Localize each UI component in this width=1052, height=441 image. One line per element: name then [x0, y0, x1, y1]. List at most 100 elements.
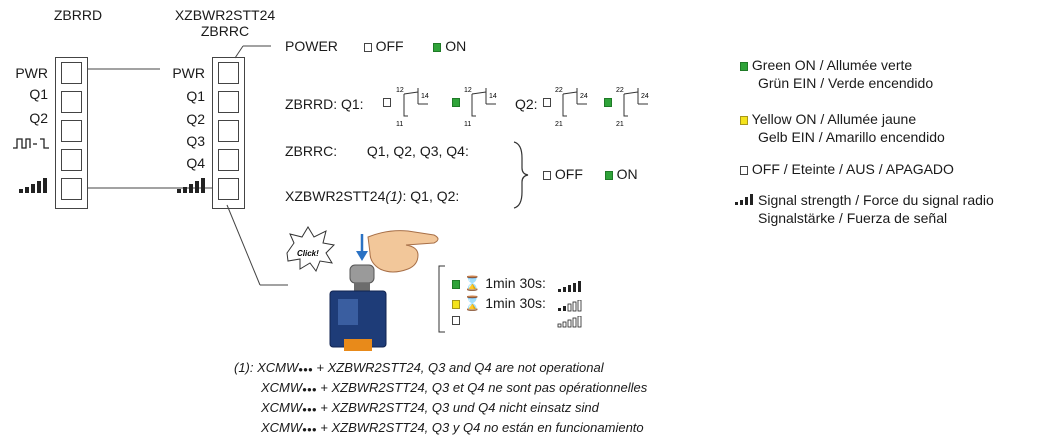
- left-led-column: [55, 57, 88, 209]
- contact-label: 24: [580, 93, 588, 100]
- timing-row-2: ⌛ 1min 30s:: [452, 295, 546, 312]
- legend-yellow-line1: Yellow ON / Allumée jaune: [751, 111, 917, 127]
- contact-label: 14: [421, 93, 429, 100]
- footnote-product: XCMW: [261, 420, 303, 435]
- footnote-product: XCMW: [261, 400, 303, 415]
- timing-bracket: [438, 265, 445, 333]
- right-led-q3: [218, 149, 239, 171]
- green-indicator: [740, 61, 748, 71]
- q2-on-indicator: [604, 98, 612, 107]
- device-orange-base: [344, 339, 372, 351]
- legend-yellow-line2: Gelb EIN / Amarillo encendido: [758, 129, 945, 145]
- legend-yellow: Yellow ON / Allumée jaune Gelb EIN / Ama…: [740, 110, 945, 146]
- zbrrd-q2-label: Q2:: [515, 96, 538, 112]
- footnote-dots: ●●●: [302, 425, 317, 434]
- footnote-1: (1): XCMW●●● + XZBWR2STT24, Q3 and Q4 ar…: [234, 360, 604, 375]
- signal-bars-icon: [19, 178, 47, 193]
- contact-label: 21: [555, 121, 563, 128]
- contact-label: 24: [641, 93, 649, 100]
- hourglass-icon: ⌛: [463, 295, 482, 311]
- contact-symbol-q2-off: 22 21 24: [555, 87, 588, 128]
- xzb-label: XZBWR2STT24: [285, 188, 386, 204]
- legend-signal-line2: Signalstärke / Fuerza de señal: [758, 210, 948, 226]
- zbrrd-q1-label: ZBRRD: Q1:: [285, 96, 364, 112]
- state-on-label: ON: [616, 166, 638, 182]
- right-led-q4: [218, 178, 239, 200]
- footnote-4: XCMW●●● + XZBWR2STT24, Q3 y Q4 no están …: [261, 420, 644, 435]
- right-led-column: [212, 57, 245, 209]
- signal-bars-icon: [177, 178, 205, 193]
- footnote-line2: + XZBWR2STT24, Q3 et Q4 ne sont pas opér…: [316, 380, 648, 395]
- burst-icon: [286, 226, 336, 273]
- legend-off: OFF / Eteinte / AUS / APAGADO: [740, 160, 954, 178]
- yellow-indicator: [452, 299, 460, 309]
- right-label-q1: Q1: [186, 88, 205, 104]
- left-led-q1: [61, 91, 82, 113]
- off-indicator: [740, 165, 748, 175]
- footnote-line4: + XZBWR2STT24, Q3 y Q4 no están en funci…: [316, 420, 644, 435]
- footnote-product: XCMW: [261, 380, 303, 395]
- legend-green-line2: Grün EIN / Verde encendido: [758, 75, 934, 91]
- legend-green-line1: Green ON / Allumée verte: [751, 57, 913, 73]
- right-device-title-2: ZBRRC: [200, 23, 250, 39]
- hourglass-icon: ⌛: [463, 275, 482, 291]
- timing-off-indicator: [452, 316, 460, 325]
- contact-label: 22: [555, 87, 563, 94]
- left-label-q2: Q2: [29, 110, 48, 126]
- group-brace: [513, 141, 529, 209]
- left-label-pwr: PWR: [15, 65, 48, 81]
- power-on-label: ON: [445, 38, 467, 54]
- zbrrc-row: ZBRRC: Q1, Q2, Q3, Q4:: [285, 143, 469, 159]
- left-led-pulse: [61, 149, 82, 171]
- right-device-title-1: XZBWR2STT24: [174, 7, 276, 23]
- legend-off-line: OFF / Eteinte / AUS / APAGADO: [751, 161, 954, 177]
- xzb-row: XZBWR2STT24(1): Q1, Q2:: [285, 188, 459, 204]
- zbrrc-outputs: Q1, Q2, Q3, Q4:: [366, 143, 469, 159]
- footnote-2: XCMW●●● + XZBWR2STT24, Q3 et Q4 ne sont …: [261, 380, 647, 395]
- timing-1-label: 1min 30s:: [485, 275, 546, 291]
- on-indicator: [452, 279, 460, 289]
- footnote-dots: ●●●: [302, 385, 317, 394]
- xzb-footnote-ref: (1): [385, 188, 403, 204]
- left-device-title: ZBRRD: [53, 7, 103, 23]
- zbrrc-label: ZBRRC:: [285, 143, 338, 159]
- power-label: POWER: [285, 38, 338, 54]
- left-led-pwr: [61, 62, 82, 84]
- signal-bars-icon: [735, 194, 753, 205]
- signal-none-icon: [557, 316, 582, 328]
- contact-label: 22: [616, 87, 624, 94]
- power-row: POWER OFF ON: [285, 38, 466, 54]
- contact-symbol-q1-off: 12 11 14: [396, 87, 429, 128]
- right-led-q1: [218, 91, 239, 113]
- timing-2-label: 1min 30s:: [485, 295, 546, 311]
- footnote-prefix: (1):: [234, 360, 254, 375]
- left-led-signal: [61, 178, 82, 200]
- legend-signal: Signal strength / Force du signal radio …: [758, 191, 994, 227]
- power-off-label: OFF: [375, 38, 404, 54]
- footnote-line3: + XZBWR2STT24, Q3 und Q4 nicht einsatz s…: [316, 400, 599, 415]
- device-press-illustration: Click!: [286, 226, 439, 351]
- contact-symbol-q2-on: 22 21 24: [616, 87, 649, 128]
- contact-label: 11: [396, 121, 403, 128]
- off-indicator: [363, 42, 372, 52]
- contact-label: 12: [464, 87, 472, 94]
- right-label-q2: Q2: [186, 111, 205, 127]
- click-label: Click!: [297, 249, 319, 258]
- contact-symbol-q1-on: 12 11 14: [464, 87, 497, 128]
- footnote-product: XCMW: [257, 360, 299, 375]
- on-indicator: [433, 42, 442, 52]
- signal-weak-icon: [558, 300, 582, 312]
- right-led-q2: [218, 120, 239, 142]
- state-off-label: OFF: [554, 166, 583, 182]
- right-label-pwr: PWR: [172, 65, 205, 81]
- left-label-q1: Q1: [29, 86, 48, 102]
- footnote-dots: ●●●: [298, 365, 313, 374]
- timing-row-1: ⌛ 1min 30s:: [452, 275, 546, 292]
- pulse-icon: [13, 138, 49, 149]
- q2-off-indicator: [543, 98, 551, 107]
- signal-full-icon: [558, 281, 581, 292]
- off-indicator: [543, 170, 551, 180]
- yellow-indicator: [740, 115, 748, 125]
- contact-label: 14: [489, 93, 497, 100]
- legend-signal-line1: Signal strength / Force du signal radio: [758, 192, 994, 208]
